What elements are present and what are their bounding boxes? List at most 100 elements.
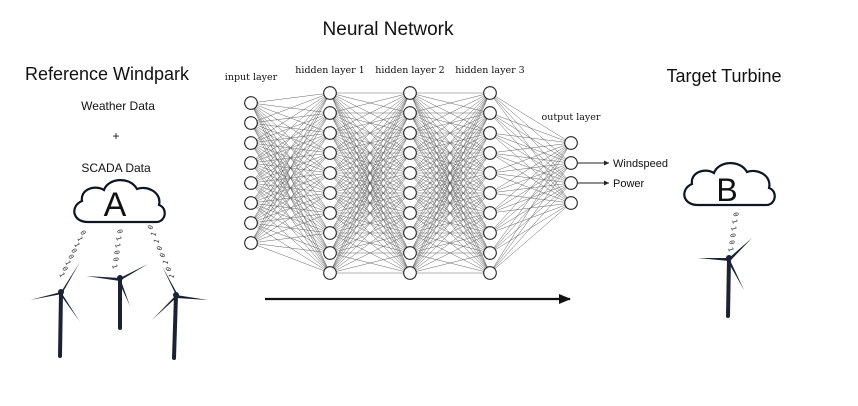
cloud-b-shape — [683, 162, 776, 207]
svg-text:1: 1 — [167, 273, 176, 280]
network-node — [483, 226, 497, 240]
svg-text:1: 1 — [114, 235, 123, 241]
svg-text:1: 1 — [110, 263, 119, 269]
network-edge — [489, 112, 572, 144]
svg-text:0: 0 — [111, 256, 120, 262]
cloud-b: B — [683, 162, 776, 208]
network-edge — [329, 92, 411, 194]
network-edge — [489, 142, 572, 194]
network-node — [403, 186, 417, 200]
layer-label: hidden layer 3 — [455, 65, 524, 76]
cloud-a: A — [73, 179, 166, 224]
network-edge — [489, 142, 572, 174]
network-node — [244, 196, 258, 210]
network-edge — [489, 142, 572, 154]
network-edge — [250, 92, 331, 224]
network-node — [403, 146, 417, 160]
network-node — [403, 206, 417, 220]
wind-turbine-3 — [152, 266, 208, 360]
network-edge — [329, 92, 411, 254]
network-edge — [409, 252, 491, 274]
network-edge — [250, 92, 331, 164]
network-edge — [409, 112, 491, 274]
network-node — [323, 146, 337, 160]
network-edge — [329, 192, 411, 274]
network-nodes — [244, 86, 578, 280]
scada-data-label: SCADA Data — [81, 161, 151, 175]
network-edge — [409, 172, 491, 274]
network-node — [564, 156, 578, 170]
network-node — [323, 126, 337, 140]
network-edge — [250, 112, 331, 244]
svg-text:1: 1 — [57, 271, 66, 278]
network-node — [244, 176, 258, 190]
network-node — [483, 106, 497, 120]
network-edge — [409, 152, 491, 274]
cloud-a-letter: A — [104, 186, 127, 224]
network-edge — [329, 132, 411, 274]
layer-label: input layer — [225, 72, 278, 83]
network-edge — [409, 92, 491, 194]
network-edge — [489, 162, 572, 274]
output-label: Windspeed — [613, 158, 668, 170]
output-label: Power — [613, 178, 645, 190]
svg-text:0: 0 — [66, 253, 75, 260]
network-node — [564, 196, 578, 210]
network-edge — [250, 242, 331, 274]
network-node — [403, 86, 417, 100]
reference-windpark-heading: Reference Windpark — [25, 64, 190, 84]
network-edge — [409, 92, 491, 214]
wind-turbine-2 — [86, 264, 148, 330]
svg-text:0: 0 — [146, 224, 155, 231]
svg-text:1: 1 — [63, 259, 72, 266]
network-node — [244, 216, 258, 230]
network-edge — [250, 232, 331, 244]
network-node — [483, 166, 497, 180]
network-edge — [250, 92, 331, 104]
cloud-b-letter: B — [716, 172, 737, 208]
network-node — [244, 116, 258, 130]
svg-text:1: 1 — [75, 235, 84, 242]
svg-text:1: 1 — [729, 225, 738, 231]
network-node — [564, 176, 578, 190]
binary-stream-1: 0 1 1 0 0 1 0 1 — [57, 229, 87, 278]
network-node — [323, 186, 337, 200]
network-edge — [250, 92, 331, 204]
network-edges — [250, 92, 572, 274]
svg-text:1: 1 — [149, 231, 158, 238]
network-edge — [329, 112, 411, 274]
network-edge — [409, 92, 491, 274]
network-edge — [329, 92, 411, 174]
network-edge — [329, 92, 411, 274]
network-node — [483, 266, 497, 280]
svg-text:1: 1 — [730, 218, 739, 224]
network-edge — [489, 132, 572, 144]
svg-text:0: 0 — [112, 249, 121, 255]
cloud-a-shape — [73, 179, 166, 224]
network-node — [244, 136, 258, 150]
network-node — [403, 126, 417, 140]
network-edge — [329, 252, 411, 274]
svg-text:0: 0 — [727, 239, 736, 245]
network-edge — [250, 172, 331, 244]
layer-label: output layer — [542, 112, 601, 123]
network-edge — [250, 92, 331, 144]
network-edge — [329, 92, 411, 134]
network-edge — [329, 172, 411, 274]
network-edge — [409, 192, 491, 274]
wind-turbine-1 — [30, 262, 80, 358]
network-edge — [409, 92, 491, 174]
wind-turbine-target — [698, 238, 752, 318]
svg-text:0: 0 — [731, 211, 740, 217]
network-edge — [489, 142, 572, 214]
network-node — [244, 236, 258, 250]
network-edge — [409, 212, 491, 274]
svg-text:0: 0 — [115, 228, 124, 234]
network-node — [403, 246, 417, 260]
network-node — [323, 226, 337, 240]
network-node — [483, 206, 497, 220]
network-edge — [250, 242, 331, 254]
network-edge — [329, 232, 411, 274]
